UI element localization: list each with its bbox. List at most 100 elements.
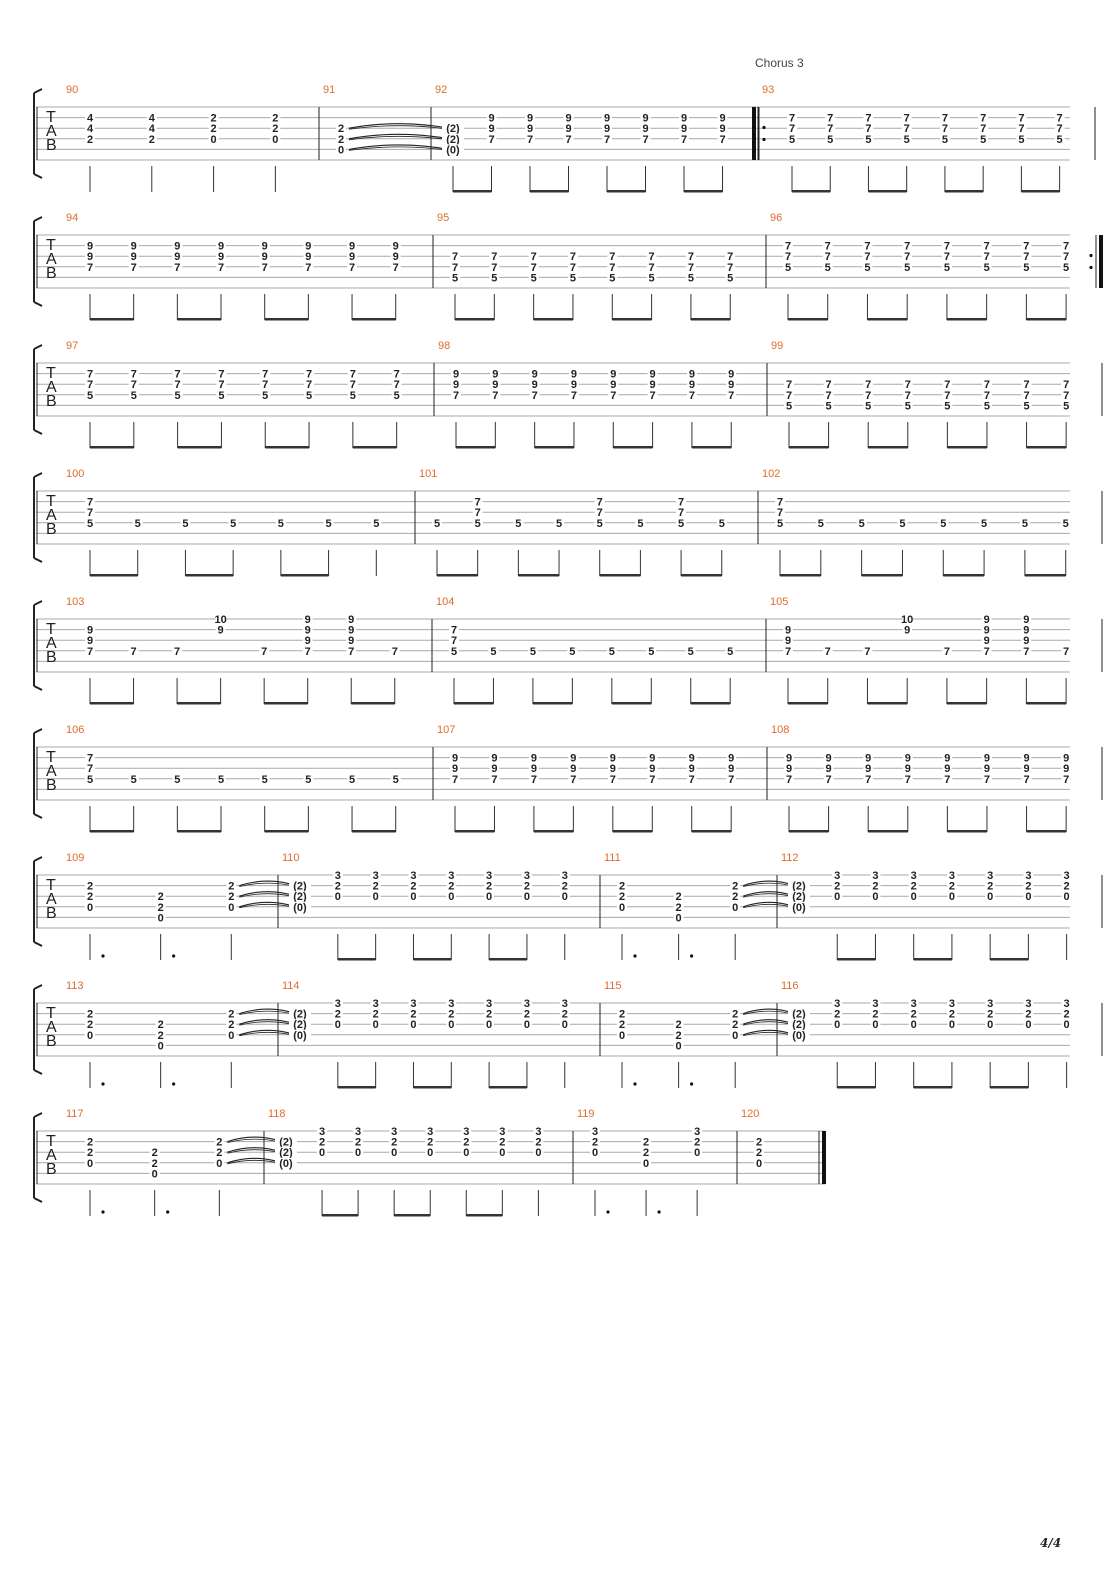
fret-number: 0 — [87, 1158, 93, 1170]
fret-number: 9 — [826, 763, 832, 775]
measure-number: 114 — [282, 980, 300, 992]
fret-backdrop — [317, 1136, 328, 1148]
dot — [172, 954, 176, 958]
fret-number: 9 — [984, 753, 990, 765]
fret-number: 2 — [373, 1009, 379, 1021]
tie-arc — [348, 133, 450, 140]
fret-backdrop — [461, 1126, 472, 1137]
fret-number: 5 — [87, 518, 93, 530]
fret-number: (2) — [293, 891, 307, 903]
fret-backdrop — [870, 998, 881, 1009]
fret-number: 5 — [490, 646, 496, 658]
fret-backdrop — [260, 389, 271, 401]
fret-backdrop — [646, 251, 657, 263]
fret-number: 3 — [486, 998, 492, 1010]
note-beam — [792, 190, 831, 193]
fret-number: 2 — [535, 1137, 541, 1149]
fret-number: 2 — [643, 1147, 649, 1159]
fret-backdrop — [946, 998, 957, 1009]
fret-backdrop — [559, 870, 570, 881]
fret-backdrop — [489, 763, 500, 775]
fret-number: 7 — [980, 123, 986, 135]
fret-backdrop — [862, 251, 873, 263]
fret-number: 7 — [688, 251, 694, 263]
fret-number: 2 — [524, 1009, 530, 1021]
fret-number: 5 — [865, 400, 871, 412]
fret-number: 7 — [785, 646, 791, 658]
fret-number: 9 — [218, 241, 224, 253]
fret-backdrop — [1021, 624, 1032, 636]
fret-number: 5 — [678, 518, 684, 530]
fret-number: 0 — [335, 891, 341, 903]
fret-backdrop — [85, 112, 95, 124]
fret-backdrop — [602, 112, 613, 124]
fret-number: 9 — [719, 123, 725, 135]
fret-backdrop — [978, 112, 989, 124]
fret-number: 5 — [262, 774, 268, 786]
fret-backdrop — [450, 261, 460, 273]
fret-number: 2 — [643, 1137, 649, 1149]
note-beam — [944, 190, 984, 193]
fret-number: 2 — [338, 123, 344, 135]
tab-clef-letter: T — [46, 365, 56, 382]
dot — [166, 1210, 170, 1214]
fret-number: 0 — [592, 1147, 598, 1159]
fret-number: 7 — [87, 507, 93, 519]
fret-backdrop — [346, 614, 357, 625]
fret-backdrop — [155, 912, 166, 924]
fret-backdrop — [484, 1008, 495, 1020]
fret-backdrop — [521, 1019, 532, 1031]
fret-backdrop — [128, 773, 139, 785]
fret-number: 0 — [373, 1019, 379, 1031]
fret-backdrop — [275, 1136, 297, 1148]
fret-number: 7 — [570, 251, 576, 263]
fret-backdrop — [216, 379, 227, 391]
fret-number: 7 — [689, 774, 695, 786]
fret-backdrop — [783, 251, 793, 263]
fret-backdrop — [528, 752, 539, 764]
fret-backdrop — [149, 1147, 160, 1159]
fret-number: 5 — [1023, 262, 1029, 274]
fret-number: 2 — [338, 134, 344, 146]
fret-backdrop — [902, 251, 913, 263]
fret-backdrop — [260, 379, 271, 391]
fret-backdrop — [85, 240, 95, 252]
fret-backdrop — [641, 1157, 652, 1169]
fret-backdrop — [870, 1019, 881, 1031]
fret-backdrop — [908, 1019, 919, 1031]
fret-number: 3 — [355, 1126, 361, 1138]
fret-backdrop — [128, 645, 139, 657]
fret-number: 2 — [756, 1147, 762, 1159]
fret-number: 9 — [570, 763, 576, 775]
fret-backdrop — [85, 1136, 95, 1148]
fret-number: 9 — [131, 241, 137, 253]
note-beam — [684, 190, 723, 193]
fret-backdrop — [787, 133, 797, 145]
fret-number: 7 — [1057, 123, 1063, 135]
fret-number: 5 — [475, 518, 481, 530]
fret-number: 7 — [174, 646, 180, 658]
fret-number: 2 — [562, 1009, 568, 1021]
fret-number: 0 — [987, 1019, 993, 1031]
fret-backdrop — [270, 123, 281, 135]
fret-backdrop — [1023, 1008, 1034, 1020]
fret-number: 9 — [1023, 625, 1029, 637]
fret-backdrop — [717, 112, 728, 124]
system-bracket — [33, 728, 43, 819]
fret-number: 7 — [570, 774, 576, 786]
fret-number: (0) — [279, 1158, 293, 1170]
fret-number: 2 — [427, 1137, 433, 1149]
fret-number: 0 — [87, 902, 93, 914]
fret-backdrop — [216, 389, 227, 401]
fret-backdrop — [1061, 379, 1072, 391]
fret-number: 7 — [1057, 113, 1063, 125]
fret-number: 9 — [642, 123, 648, 135]
fret-number: 9 — [488, 113, 494, 125]
fret-backdrop — [673, 891, 684, 903]
